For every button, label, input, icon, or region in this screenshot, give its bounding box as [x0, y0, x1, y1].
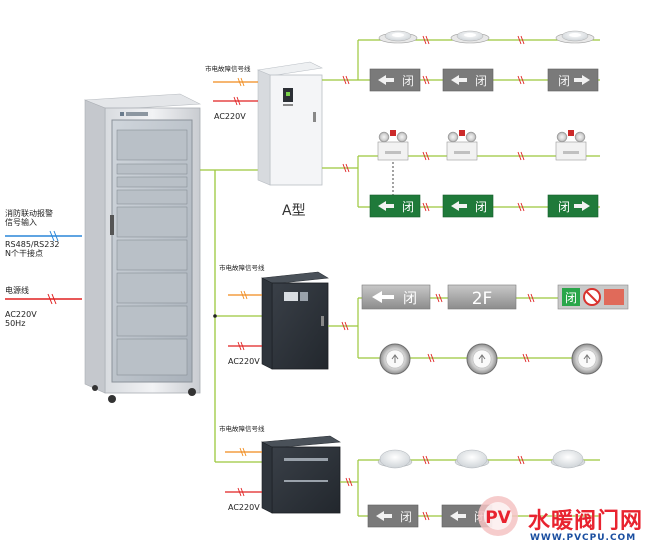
twin-head-light-row	[377, 130, 587, 196]
exit-glyph: 闭	[402, 200, 414, 214]
box-b-feed-lines	[228, 290, 262, 351]
exit-sign: 闭	[547, 68, 599, 92]
round-light-icon	[571, 343, 603, 375]
exit-glyph: 闭	[475, 200, 487, 214]
distribution-box-c	[261, 435, 341, 514]
arrow-left-icon	[378, 75, 394, 85]
exit-sign: 闭	[361, 284, 431, 310]
downlight-icon	[555, 30, 595, 44]
exit-sign: 闭	[547, 194, 599, 218]
input-lines	[5, 230, 82, 305]
downlight-icon	[450, 30, 490, 44]
signal-line-label-c: 市电故障信号线	[219, 425, 265, 433]
round-light-icon	[379, 343, 411, 375]
silver-sign-row: 闭 2F 闭	[361, 284, 629, 310]
door-handle	[110, 215, 114, 235]
cabinet-modules	[116, 129, 188, 376]
ac-label-a: AC220V	[214, 112, 246, 121]
ac-label-b: AC220V	[228, 357, 260, 366]
exit-sign: 闭	[442, 68, 494, 92]
watermark-url: WWW.PVCPU.COM	[530, 533, 637, 543]
dome-light-icon	[550, 449, 586, 469]
exit-sign: 闭	[369, 194, 421, 218]
arrow-left-icon	[451, 201, 467, 211]
downlight-row	[378, 30, 595, 44]
branch-marks	[341, 35, 535, 521]
box-c-feed-lines	[225, 447, 262, 497]
round-light-icon	[466, 343, 498, 375]
round-light-row	[379, 343, 603, 375]
twin-head-light-icon	[446, 130, 478, 161]
floor-sign: 2F	[447, 284, 517, 310]
arrow-left-icon	[451, 75, 467, 85]
floor-number: 2F	[472, 289, 493, 309]
dual-exit-sign: 闭	[557, 284, 629, 310]
twin-head-light-icon	[555, 130, 587, 161]
box-a-feed-lines	[213, 77, 258, 106]
caster-wheel	[92, 385, 98, 391]
exit-glyph: 闭	[558, 74, 570, 88]
arrow-left-icon	[378, 201, 394, 211]
watermark-title: 水暖阀门网	[528, 509, 644, 534]
arrow-left-icon	[450, 511, 466, 521]
svg-text:PV: PV	[485, 508, 511, 528]
type-a-label: A型	[282, 203, 306, 219]
exit-sign: 闭	[367, 504, 419, 528]
power-line-label: 电源线	[5, 286, 29, 295]
exit-sign: 闭	[442, 194, 494, 218]
distribution-bus	[200, 169, 262, 463]
arrow-right-icon	[574, 201, 590, 211]
caster-wheel	[108, 395, 116, 403]
distribution-box-a	[257, 61, 323, 186]
main-cabinet	[83, 93, 202, 403]
arrow-left-icon	[376, 511, 392, 521]
distribution-box-b	[261, 271, 329, 370]
exit-sign-row-gray: 闭 闭 闭	[369, 68, 599, 92]
fire-alarm-input-label: 消防联动报警 信号输入	[5, 209, 53, 228]
exit-glyph: 闭	[400, 510, 412, 524]
exit-sign-row-green: 闭 闭 闭	[369, 194, 599, 218]
dome-light-row	[377, 449, 586, 469]
twin-head-light-icon	[377, 130, 409, 161]
arrow-left-icon	[372, 291, 394, 303]
exit-glyph: 闭	[402, 74, 414, 88]
arrow-right-icon	[574, 75, 590, 85]
exit-glyph: 闭	[403, 291, 417, 307]
exit-glyph: 闭	[565, 291, 577, 305]
caster-wheel	[188, 388, 196, 396]
downlight-icon	[378, 30, 418, 44]
main-power-label: AC220V 50Hz	[5, 310, 37, 329]
cabinet-logo	[120, 112, 148, 116]
exit-sign: 闭	[369, 68, 421, 92]
comm-interface-label: RS485/RS232 N个干接点	[5, 240, 60, 259]
exit-glyph: 闭	[558, 200, 570, 214]
exit-glyph: 闭	[475, 74, 487, 88]
signal-line-label-a: 市电故障信号线	[205, 65, 251, 73]
ac-label-c: AC220V	[228, 503, 260, 512]
signal-line-label-b: 市电故障信号线	[219, 264, 265, 272]
watermark-logo: PV	[478, 496, 518, 536]
dome-light-icon	[377, 449, 413, 469]
dome-light-icon	[454, 449, 490, 469]
output-branches	[322, 39, 600, 517]
